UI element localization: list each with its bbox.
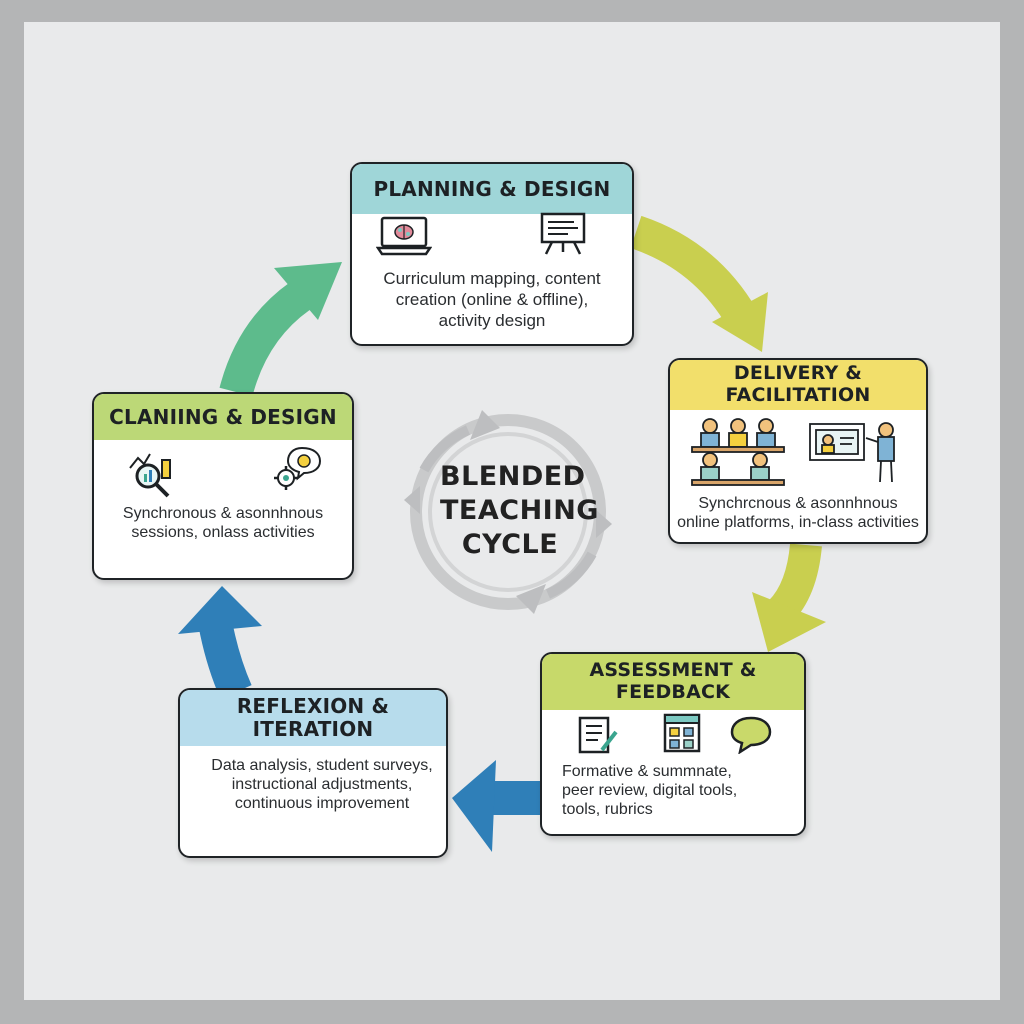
body-line: online platforms, in-class activities	[677, 514, 919, 531]
card-claniing-body: Synchronous & asonnhnous sessions, onlas…	[102, 504, 344, 542]
center-title-line-3: CYCLE	[461, 529, 559, 560]
body-line: Synchronous & asonnhnous	[122, 505, 324, 522]
arrow-planning-to-delivery	[630, 215, 757, 327]
presentation-board-icon	[538, 210, 588, 261]
teacher-whiteboard-icon	[806, 418, 906, 493]
magnifier-chart-icon	[126, 448, 176, 505]
card-title: REFLEXION & ITERATION	[236, 694, 390, 741]
dashboard-icon	[662, 712, 702, 759]
center-title: BLENDED TEACHING CYCLE	[440, 460, 599, 562]
center-title-line-2: TEACHING	[440, 495, 599, 526]
arrow-delivery-to-assessment-head	[752, 592, 826, 652]
card-planning-design-header: PLANNING & DESIGN	[352, 164, 632, 214]
body-line: creation (online & offline),	[395, 290, 589, 309]
body-line: activity design	[438, 311, 546, 330]
card-planning-design: PLANNING & DESIGN Curriculum mapping, co…	[350, 162, 634, 346]
gear-bubble-icon	[272, 444, 324, 497]
speech-bubble-icon	[728, 714, 774, 759]
arrow-reflexion-to-claniing-head	[178, 586, 262, 634]
card-title: CLANIING & DESIGN	[109, 404, 337, 429]
card-title: PLANNING & DESIGN	[373, 176, 611, 201]
arrow-planning-to-delivery-head	[712, 292, 768, 352]
arrow-claniing-to-planning	[219, 282, 311, 397]
card-reflexion-header: REFLEXION & ITERATION	[180, 690, 446, 746]
card-assessment-header: ASSESSMENT & FEEDBACK	[542, 654, 804, 710]
body-line: tools, rubrics	[562, 801, 653, 818]
card-claniing-design: CLANIING & DESIGN Synchronous & asonnhno…	[92, 392, 354, 580]
arrow-reflexion-to-claniing	[198, 618, 252, 699]
body-line: Synchrcnous & asonnhnous	[698, 495, 898, 512]
card-delivery-header: DELIVERY & FACILITATION	[670, 360, 926, 410]
body-line: Formative & summnate,	[562, 763, 732, 780]
card-delivery-facilitation: DELIVERY & FACILITATION	[668, 358, 928, 544]
card-title-line-2: FEEDBACK	[615, 681, 731, 703]
body-line: continuous improvement	[234, 795, 410, 812]
arrow-delivery-to-assessment	[768, 543, 822, 624]
laptop-brain-icon	[375, 214, 433, 261]
body-line: peer review, digital tools,	[562, 782, 738, 799]
arrow-assessment-to-reflexion-head	[452, 760, 496, 852]
card-planning-design-body: Curriculum mapping, content creation (on…	[360, 268, 624, 331]
classroom-students-icon	[688, 416, 788, 491]
card-assessment-feedback: ASSESSMENT & FEEDBACK Formative & summna…	[540, 652, 806, 836]
card-delivery-body: Synchrcnous & asonnhnous online platform…	[672, 494, 924, 532]
body-line: sessions, onlass activities	[131, 524, 315, 541]
center-title-line-1: BLENDED	[440, 461, 586, 492]
arrow-claniing-to-planning-head	[274, 262, 342, 320]
body-line: Curriculum mapping, content	[383, 269, 601, 288]
card-reflexion-iteration: REFLEXION & ITERATION Data analysis, stu…	[178, 688, 448, 858]
checklist-icon	[576, 714, 620, 761]
card-title-line-1: ASSESSMENT &	[589, 659, 757, 682]
body-line: instructional adjustments,	[231, 776, 413, 793]
body-line: Data analysis, student surveys,	[211, 757, 433, 774]
card-title: DELIVERY & FACILITATION	[725, 362, 871, 406]
card-assessment-body: Formative & summnate, peer review, digit…	[562, 762, 792, 819]
center-cycle-icon	[404, 410, 612, 614]
card-reflexion-body: Data analysis, student surveys, instruct…	[200, 756, 444, 813]
card-claniing-header: CLANIING & DESIGN	[94, 394, 352, 440]
